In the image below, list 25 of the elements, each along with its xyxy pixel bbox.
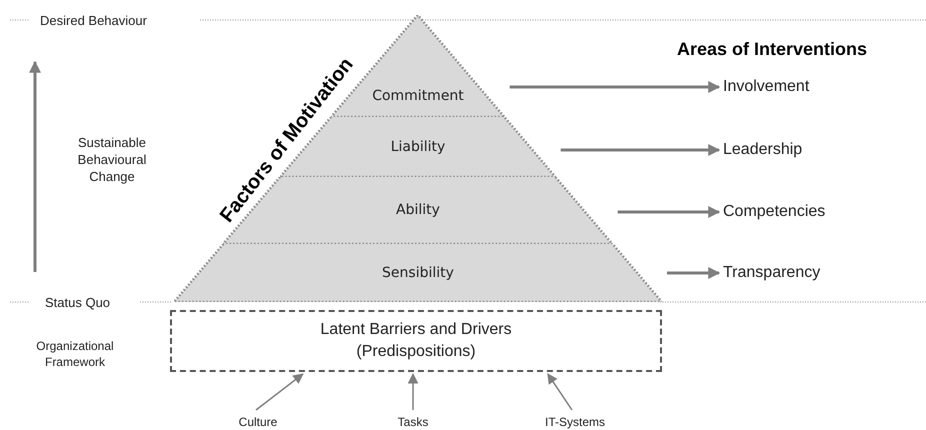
intervention-label: Involvement [723, 77, 810, 97]
axis-label: Organizational Framework [35, 338, 115, 370]
dashed-box [170, 310, 662, 372]
level-label: Status Quo [45, 294, 110, 312]
level-label: Desired Behaviour [40, 12, 147, 30]
factor-label: Culture [238, 414, 278, 430]
layer-label: Commitment [372, 87, 464, 106]
layer-label: Ability [396, 201, 440, 220]
column-heading: Areas of Interventions [677, 38, 868, 61]
factor-label: Tasks [396, 414, 430, 430]
axis-label: Sustainable Behavioural Change [76, 134, 148, 185]
arrow [667, 267, 720, 279]
intervention-label: Leadership [723, 140, 802, 160]
layer-label: Liability [390, 138, 446, 156]
factor-label: IT-Systems [544, 414, 606, 430]
intervention-label: Transparency [723, 263, 820, 283]
arrow [408, 372, 418, 410]
intervention-label: Competencies [723, 202, 826, 222]
arrow [510, 81, 720, 93]
arrow [256, 373, 304, 411]
arrow [547, 373, 573, 410]
box-label: Latent Barriers and Drivers (Predispositions) [319, 320, 513, 362]
arrow [618, 206, 720, 218]
arrow [560, 144, 720, 156]
layer-label: Sensibility [382, 264, 454, 282]
